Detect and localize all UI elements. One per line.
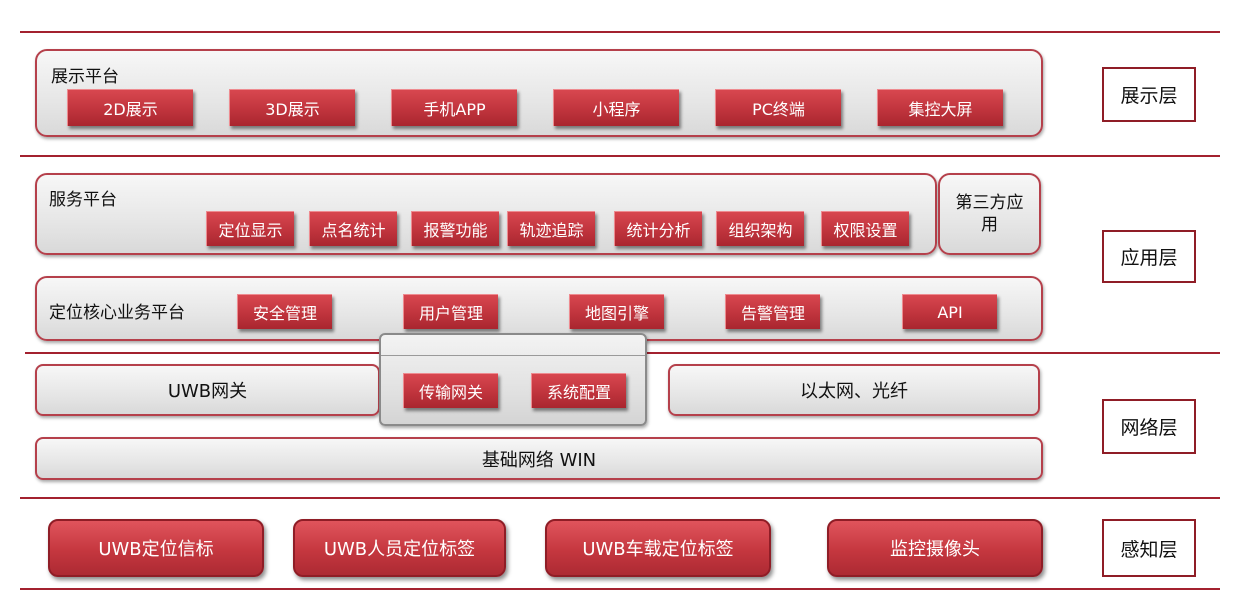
core-item-safety[interactable]: 安全管理 bbox=[237, 294, 332, 329]
core-item-users[interactable]: 用户管理 bbox=[403, 294, 498, 329]
service-item-track[interactable]: 轨迹追踪 bbox=[507, 211, 595, 246]
layer-label-application: 应用层 bbox=[1102, 230, 1196, 283]
separator-line-bottom bbox=[20, 588, 1220, 590]
display-item-pc-terminal[interactable]: PC终端 bbox=[715, 89, 841, 126]
service-platform-title: 服务平台 bbox=[49, 190, 117, 210]
separator-line-display-app bbox=[20, 155, 1220, 157]
service-item-alarm[interactable]: 报警功能 bbox=[411, 211, 499, 246]
third-party-app-panel[interactable]: 第三方应用 bbox=[938, 173, 1041, 255]
core-item-alerts[interactable]: 告警管理 bbox=[725, 294, 820, 329]
network-item-system-config[interactable]: 系统配置 bbox=[531, 373, 626, 408]
uwb-gateway-panel[interactable]: UWB网关 bbox=[35, 364, 380, 416]
core-platform-title: 定位核心业务平台 bbox=[49, 303, 185, 323]
base-network-panel[interactable]: 基础网络 WIN bbox=[35, 437, 1043, 480]
display-item-control-screen[interactable]: 集控大屏 bbox=[877, 89, 1003, 126]
layer-label-network: 网络层 bbox=[1102, 399, 1196, 454]
display-item-mini-program[interactable]: 小程序 bbox=[553, 89, 679, 126]
perception-item-uwb-beacon[interactable]: UWB定位信标 bbox=[48, 519, 264, 577]
separator-line-top bbox=[20, 31, 1220, 33]
service-item-statistics[interactable]: 统计分析 bbox=[614, 211, 702, 246]
service-item-organization[interactable]: 组织架构 bbox=[716, 211, 804, 246]
transport-gateway-panel: 传输网关 系统配置 bbox=[379, 333, 647, 426]
core-platform-panel: 定位核心业务平台 安全管理 用户管理 地图引擎 告警管理 API bbox=[35, 276, 1043, 341]
service-item-location-display[interactable]: 定位显示 bbox=[206, 211, 294, 246]
layer-label-display: 展示层 bbox=[1102, 67, 1196, 122]
layer-label-perception: 感知层 bbox=[1102, 519, 1196, 577]
network-item-transport-gateway[interactable]: 传输网关 bbox=[403, 373, 498, 408]
core-item-api[interactable]: API bbox=[902, 294, 997, 329]
display-item-mobile-app[interactable]: 手机APP bbox=[391, 89, 517, 126]
perception-item-uwb-vehicle-tag[interactable]: UWB车载定位标签 bbox=[545, 519, 771, 577]
perception-item-camera[interactable]: 监控摄像头 bbox=[827, 519, 1043, 577]
perception-item-uwb-personnel-tag[interactable]: UWB人员定位标签 bbox=[293, 519, 506, 577]
display-item-2d[interactable]: 2D展示 bbox=[67, 89, 193, 126]
transport-gateway-header-strip bbox=[381, 355, 645, 356]
ethernet-fiber-panel[interactable]: 以太网、光纤 bbox=[668, 364, 1040, 416]
service-item-roll-call[interactable]: 点名统计 bbox=[309, 211, 397, 246]
core-item-map-engine[interactable]: 地图引擎 bbox=[569, 294, 664, 329]
display-platform-title: 展示平台 bbox=[51, 67, 119, 87]
display-item-3d[interactable]: 3D展示 bbox=[229, 89, 355, 126]
service-platform-panel: 服务平台 定位显示 点名统计 报警功能 轨迹追踪 统计分析 组织架构 权限设置 bbox=[35, 173, 937, 255]
display-platform-panel: 展示平台 2D展示 3D展示 手机APP 小程序 PC终端 集控大屏 bbox=[35, 49, 1043, 137]
service-item-permissions[interactable]: 权限设置 bbox=[821, 211, 909, 246]
separator-line-network-perception bbox=[20, 497, 1220, 499]
